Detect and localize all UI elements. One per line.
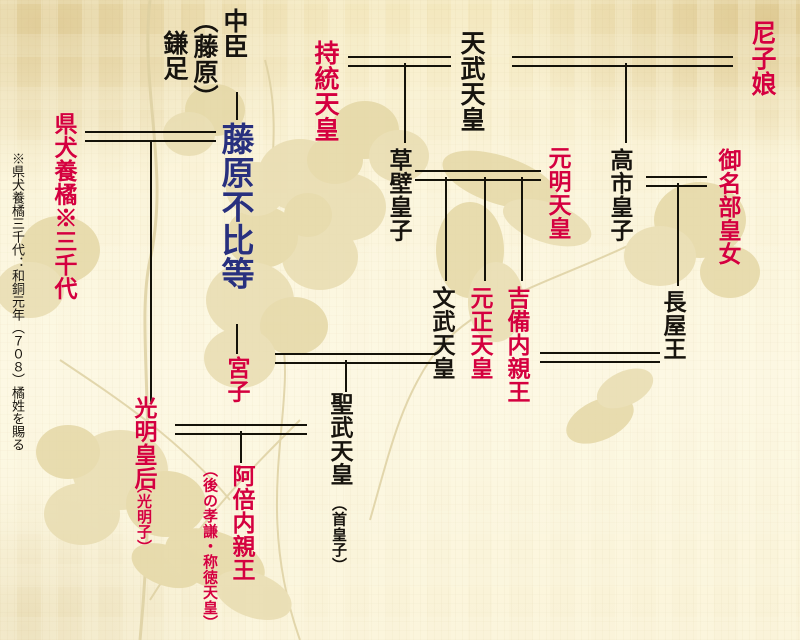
person-amako-no-iratsume: 尼子娘 <box>748 20 777 97</box>
person-abe-naishinno-alias: （後の孝謙・称徳天皇） <box>201 462 219 631</box>
person-kusakabe-no-miko: 草壁皇子 <box>385 148 412 242</box>
person-fujiwara-fuhito: 藤原不比等 <box>216 122 255 291</box>
descent-line-takechi-minabe-to-nagaya <box>677 183 679 286</box>
person-tenmu-tenno: 天武天皇 <box>457 30 486 132</box>
marriage-line-jito-tenmu <box>348 56 451 67</box>
descent-line-kamatari-to-fuhito <box>236 92 238 120</box>
descent-line-komyo-shomu-to-abe <box>240 431 242 463</box>
marriage-line-monmu-miyako <box>275 353 436 364</box>
descent-line-fuhito-to-miyako <box>236 324 238 354</box>
person-takechi-no-miko: 高市皇子 <box>606 148 633 242</box>
descent-line-agata-fuhito-to-komyo <box>150 140 152 402</box>
person-shomu-tenno: 聖武天皇 <box>326 392 353 486</box>
person-monmu-tenno: 文武天皇 <box>428 286 455 380</box>
person-shomu-tenno-alias: （首皇子） <box>330 496 348 573</box>
person-miyako: 宮子 <box>223 356 250 403</box>
person-nakatomi-kamatari-surname: 中臣 <box>220 8 249 59</box>
marriage-line-tenmu-amako <box>512 56 733 67</box>
descent-line-to-gensho <box>484 177 486 281</box>
person-genmei-tenno: 元明天皇 <box>544 146 571 240</box>
person-komyo-kogo-alias: （光明子） <box>135 478 153 555</box>
descent-line-to-kibi <box>521 177 523 281</box>
person-agata-inukai-tachibana-michiyo: 県犬養橘※三千代 <box>50 112 77 300</box>
person-nagaya-o: 長屋王 <box>659 290 686 361</box>
marriage-line-kusakabe-genmei <box>415 170 541 181</box>
person-kibi-naishinno: 吉備内親王 <box>503 286 530 404</box>
footnote-agata-inukai: ※県犬養橘三千代：和銅元年（７０８）橘姓を賜る <box>9 152 24 451</box>
descent-line-to-monmu <box>445 177 447 281</box>
person-minabe-no-himemiko: 御名部皇女 <box>714 148 741 266</box>
person-abe-naishinno: 阿倍内親王 <box>228 464 255 582</box>
marriage-line-takechi-minabe <box>646 176 707 187</box>
marriage-line-kibi-nagaya <box>540 352 660 363</box>
person-komyo-kogo: 光明皇后 <box>130 396 157 490</box>
descent-line-monmu-miyako-to-shomu <box>345 360 347 392</box>
person-nakatomi-kamatari-paren: （藤原） <box>190 8 219 110</box>
person-nakatomi-kamatari-given: 鎌足 <box>160 30 189 81</box>
descent-line-tenmu-amako-to-takechi <box>625 63 627 143</box>
descent-line-jito-tenmu-to-kusakabe <box>404 63 406 143</box>
person-jito-tenno: 持統天皇 <box>311 40 340 142</box>
person-gensho-tenno: 元正天皇 <box>466 286 493 380</box>
